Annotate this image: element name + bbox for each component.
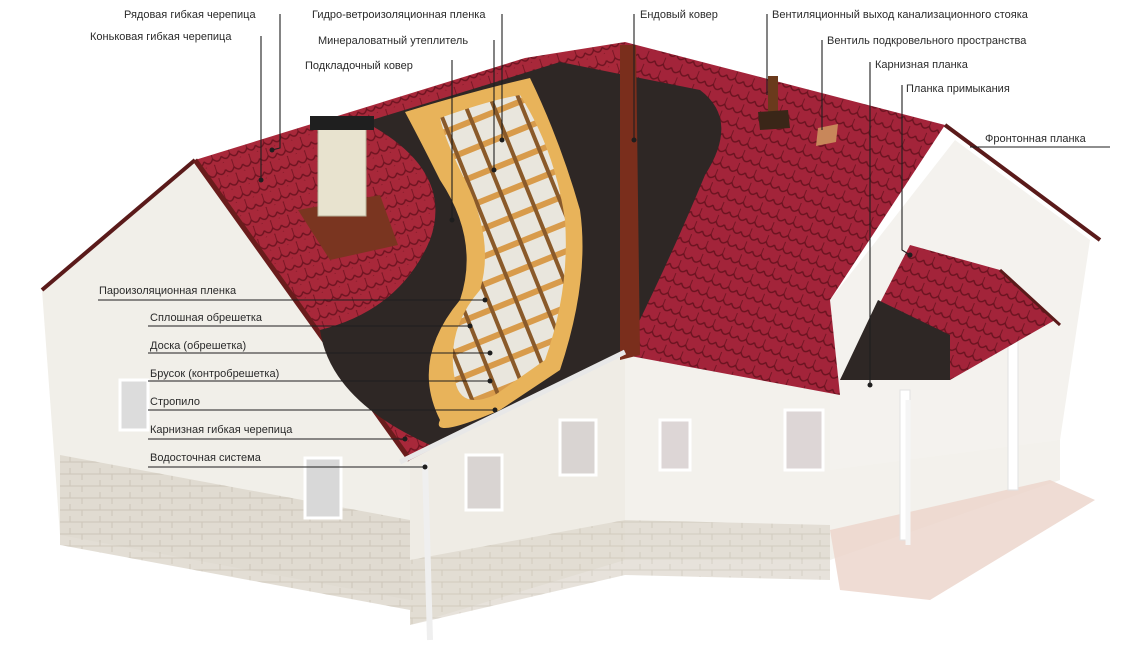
label-gable-strip: Фронтонная планка xyxy=(985,133,1086,145)
label-underlay-carpet: Подкладочный ковер xyxy=(305,60,413,72)
label-counter-batten: Брусок (контробрешетка) xyxy=(150,368,280,380)
label-wind-membrane: Гидро-ветроизоляционная пленка xyxy=(312,9,486,21)
porch-gable-trim xyxy=(998,268,1062,327)
front-plinth xyxy=(410,520,625,625)
chimney-cap xyxy=(310,116,374,130)
sewer-vent-pipe xyxy=(768,76,778,116)
label-rafter: Стропило xyxy=(150,396,200,408)
window xyxy=(464,453,504,512)
window xyxy=(303,456,343,520)
right-plinth xyxy=(625,520,830,580)
label-solid-sheathing: Сплошная обрешетка xyxy=(150,312,263,324)
label-vapor-barrier: Пароизоляционная пленка xyxy=(99,285,237,297)
label-mineral-wool: Минераловатный утеплитель xyxy=(318,35,469,47)
label-valley-carpet: Ендовый ковер xyxy=(640,9,718,21)
gable-trim-right xyxy=(943,123,1102,242)
label-roof-vent: Вентиль подкровельного пространства xyxy=(827,35,1027,47)
left-plinth xyxy=(60,455,410,610)
label-abutment-strip: Планка примыкания xyxy=(906,83,1010,95)
window xyxy=(558,418,598,477)
leader-dots xyxy=(258,137,913,470)
porch-column xyxy=(1007,339,1019,491)
window xyxy=(658,418,692,472)
porch-roof-underlay xyxy=(840,300,950,380)
window xyxy=(118,378,150,432)
label-row-shingle: Рядовая гибкая черепица xyxy=(124,9,256,21)
window xyxy=(783,408,825,472)
label-eave-shingle: Карнизная гибкая черепица xyxy=(150,424,293,436)
valley-carpet xyxy=(620,45,640,360)
lathing-grid xyxy=(440,95,566,400)
label-eave-strip: Карнизная планка xyxy=(875,59,968,71)
leader-lines xyxy=(98,14,1110,468)
porch-steps xyxy=(830,480,1095,600)
label-gutter-system: Водосточная система xyxy=(150,452,261,464)
downpipe xyxy=(422,461,433,641)
sewer-vent-base xyxy=(758,110,790,130)
gutter xyxy=(398,349,627,465)
chimney xyxy=(317,127,367,217)
label-ridge-shingle: Коньковая гибкая черепица xyxy=(90,31,232,43)
label-sewer-vent: Вентиляционный выход канализационного ст… xyxy=(772,9,1028,21)
gable-trim-left xyxy=(40,158,197,292)
label-board-lathing: Доска (обрешетка) xyxy=(150,340,247,352)
